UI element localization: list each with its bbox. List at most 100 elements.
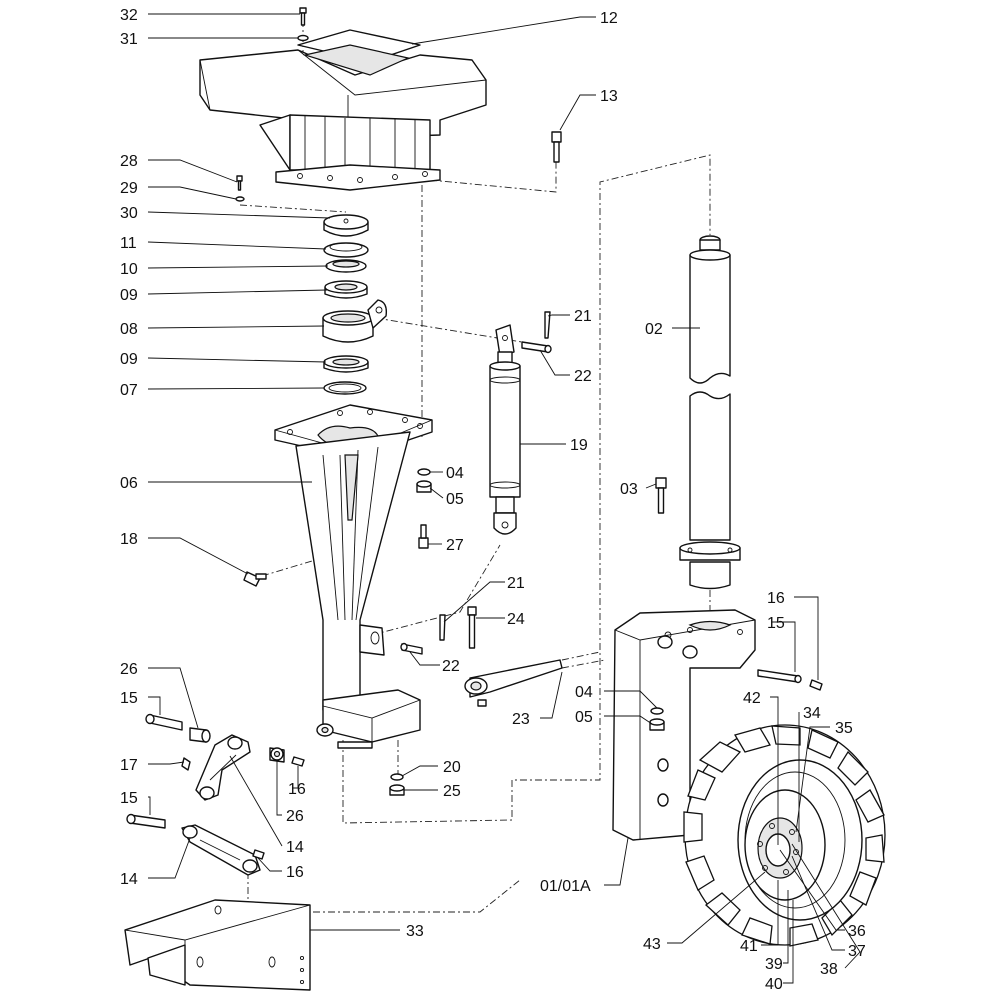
part-05-nut-upper <box>416 480 432 493</box>
tyre-tread-lugs <box>683 725 885 947</box>
label-36: 36 <box>848 923 866 940</box>
part-05-nut-lower <box>649 718 665 731</box>
part-16-grease-nipple-right <box>809 679 823 691</box>
part-10-washer <box>325 259 367 273</box>
label-04-upper: 04 <box>446 465 464 482</box>
label-40: 40 <box>765 976 783 993</box>
leader-lines <box>147 13 861 984</box>
label-24: 24 <box>507 611 525 628</box>
label-35: 35 <box>835 720 853 737</box>
label-34: 34 <box>803 705 821 722</box>
part-03-bolt <box>655 477 667 514</box>
label-16-left-lower: 16 <box>286 864 304 881</box>
part-26-bushing-upper <box>189 727 211 743</box>
label-01-01a: 01/01A <box>540 878 591 895</box>
part-17-grease-nipple <box>181 757 191 771</box>
label-41: 41 <box>740 938 758 955</box>
label-14-upper: 14 <box>286 839 304 856</box>
label-09-upper: 09 <box>120 287 138 304</box>
label-21-lower: 21 <box>507 575 525 592</box>
part-28-bolt <box>236 175 243 191</box>
part-32-bolt <box>299 7 307 26</box>
part-14-link-upper <box>195 734 251 801</box>
label-06: 06 <box>120 475 138 492</box>
part-16-grease-nipple-left-upper <box>291 756 305 767</box>
label-23: 23 <box>512 711 530 728</box>
label-16-right: 16 <box>767 590 785 607</box>
label-11: 11 <box>120 235 137 252</box>
part-24-pin <box>467 606 477 649</box>
part-06-pedestal <box>274 404 433 749</box>
label-38: 38 <box>820 961 838 978</box>
label-19: 19 <box>570 437 588 454</box>
label-15-left-upper: 15 <box>120 690 138 707</box>
part-25-nut <box>389 784 405 796</box>
label-08: 08 <box>120 321 138 338</box>
label-29: 29 <box>120 180 138 197</box>
part-08-bearing-housing <box>322 299 388 343</box>
part-21-split-pin-upper <box>544 311 551 339</box>
part-07-ring <box>323 381 367 395</box>
part-31-washer <box>297 34 309 42</box>
part-09-upper-bearing <box>324 280 368 299</box>
part-04-washer-lower <box>650 707 664 715</box>
part-18-grease-nipple <box>243 571 267 587</box>
label-17: 17 <box>120 757 138 774</box>
part-02-king-pin <box>679 235 741 590</box>
part-19-hydraulic-cylinder <box>489 324 521 535</box>
part-15-pin-right <box>757 669 802 684</box>
part-22-pin-lower <box>400 642 423 655</box>
label-15-right: 15 <box>767 615 785 632</box>
part-30-cap <box>323 214 369 237</box>
label-33: 33 <box>406 923 424 940</box>
label-02: 02 <box>645 321 663 338</box>
label-16-left-upper: 16 <box>288 781 306 798</box>
label-05-lower: 05 <box>575 709 593 726</box>
part-04-washer-upper <box>417 468 431 476</box>
label-39: 39 <box>765 956 783 973</box>
part-11-nut <box>323 242 369 258</box>
part-14-link-lower <box>181 824 261 876</box>
label-18: 18 <box>120 531 138 548</box>
label-31: 31 <box>120 31 138 48</box>
part-01-swing-arm <box>612 609 756 841</box>
part-22-pin-upper <box>521 341 552 354</box>
label-12: 12 <box>600 10 618 27</box>
label-27: 27 <box>446 537 464 554</box>
label-22-upper: 22 <box>574 368 592 385</box>
label-20: 20 <box>443 759 461 776</box>
part-16-grease-nipple-left-lower <box>252 849 265 860</box>
label-25: 25 <box>443 783 461 800</box>
label-07: 07 <box>120 382 138 399</box>
part-12-top-frame <box>199 29 487 191</box>
part-20-washer <box>390 773 404 781</box>
part-23-tie-rod <box>464 651 606 707</box>
part-09-lower-bearing <box>323 355 369 373</box>
label-32: 32 <box>120 7 138 24</box>
part-26-bushing-lower <box>269 747 285 763</box>
label-26-lower: 26 <box>286 808 304 825</box>
label-22-lower: 22 <box>442 658 460 675</box>
label-14-lower: 14 <box>120 871 138 888</box>
label-43: 43 <box>643 936 661 953</box>
part-13-bolt <box>551 131 562 163</box>
callout-labels: 32 31 12 13 28 29 30 11 10 09 08 09 07 2… <box>120 7 866 993</box>
label-03: 03 <box>620 481 638 498</box>
label-15-left-lower: 15 <box>120 790 138 807</box>
label-42: 42 <box>743 690 761 707</box>
label-09-lower: 09 <box>120 351 138 368</box>
part-29-washer <box>235 196 245 202</box>
part-21-split-pin-lower <box>439 614 446 641</box>
label-30: 30 <box>120 205 138 222</box>
label-05-upper: 05 <box>446 491 464 508</box>
wheel-assembly <box>683 724 886 947</box>
label-21-upper: 21 <box>574 308 592 325</box>
part-15-pin-left-lower <box>126 813 166 829</box>
label-28: 28 <box>120 153 138 170</box>
label-26-upper: 26 <box>120 661 138 678</box>
label-37: 37 <box>848 943 866 960</box>
label-10: 10 <box>120 261 138 278</box>
part-15-pin-left-upper <box>145 713 183 731</box>
part-27-bolt <box>418 524 429 549</box>
